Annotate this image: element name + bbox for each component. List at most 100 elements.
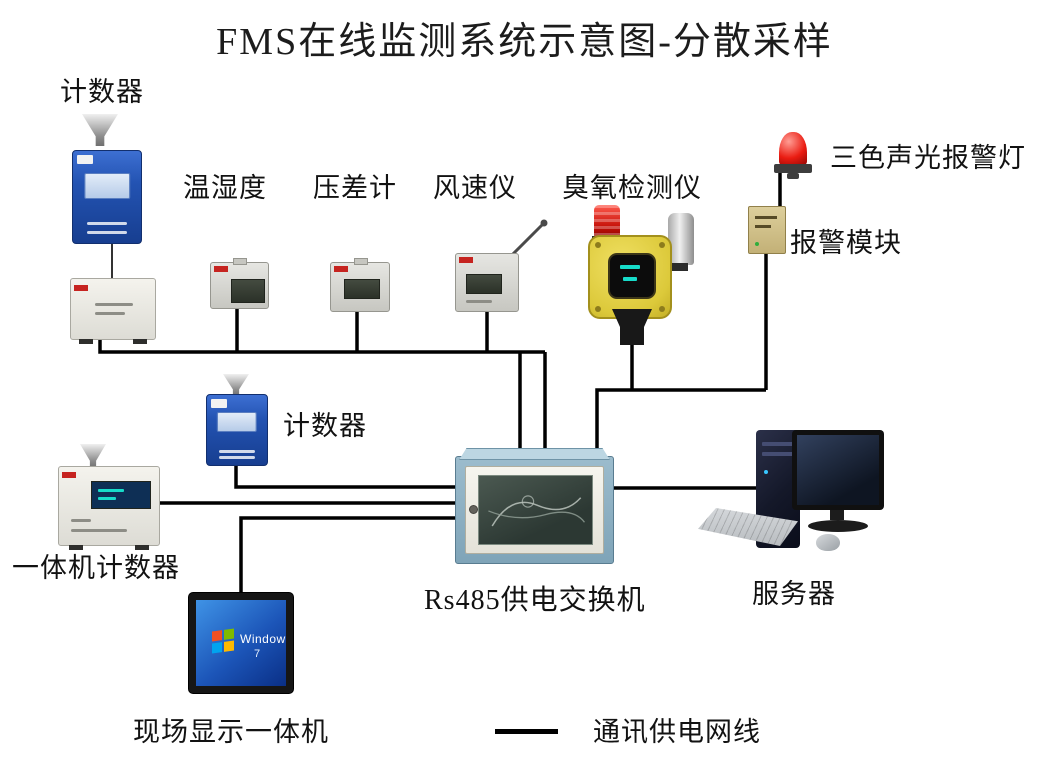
label-anemometer: 风速仪 — [433, 173, 517, 203]
label-legend-cable: 通讯供电网线 — [593, 717, 761, 747]
pump-text-line — [95, 312, 125, 315]
bolt-icon — [595, 306, 601, 312]
rs485-switch-cabinet — [455, 448, 614, 564]
bolt-icon — [659, 306, 665, 312]
sensor-screen — [231, 279, 265, 303]
door-lock-icon — [469, 504, 478, 514]
bolt-icon — [595, 242, 601, 248]
lamp-bracket — [787, 173, 799, 179]
server-screen — [797, 435, 879, 505]
label-alarm-module: 报警模块 — [790, 228, 902, 258]
server-monitor — [792, 430, 884, 510]
flag-pane-red — [212, 630, 222, 642]
windows-version-text: 7 — [254, 648, 261, 660]
flag-pane-green — [224, 628, 234, 640]
label-ozone-detector: 臭氧检测仪 — [562, 173, 702, 203]
monitor-neck — [830, 510, 844, 520]
device-foot — [133, 339, 147, 344]
device-foot — [79, 339, 93, 344]
pressure-gauge-device — [330, 258, 390, 312]
label-aio-counter: 一体机计数器 — [12, 553, 180, 583]
wire-main-bus — [98, 336, 545, 354]
label-field-display: 现场显示一体机 — [133, 717, 329, 747]
module-text-line — [755, 225, 771, 228]
label-server: 服务器 — [752, 579, 836, 609]
windows-text: Windows — [240, 632, 286, 646]
monitor-base — [808, 520, 868, 532]
counter-text-line — [86, 222, 128, 225]
label-counter-mid: 计数器 — [283, 411, 367, 441]
label-counter-top: 计数器 — [60, 77, 144, 107]
windows-flag-icon — [212, 628, 234, 654]
brand-logo-icon — [334, 266, 348, 272]
counter-label-chip — [77, 155, 93, 164]
gas-sensor-cone — [612, 309, 652, 345]
brand-logo-icon — [74, 285, 88, 291]
wire-counter-mid-link — [234, 462, 458, 489]
label-pressure-gauge: 压差计 — [313, 173, 397, 203]
screen-reading-line — [98, 497, 116, 500]
ozone-detector-device — [580, 205, 702, 345]
anemometer-antenna-icon — [507, 222, 545, 260]
counter-pump-device — [70, 278, 156, 344]
screen-reading-line — [620, 265, 640, 269]
cabinet-top-face — [459, 448, 610, 460]
canister-joint — [672, 263, 688, 271]
alarm-dome-icon — [779, 132, 807, 166]
ozone-screen — [608, 253, 656, 299]
aio-text-line — [71, 529, 127, 532]
label-alarm-light: 三色声光报警灯 — [830, 143, 1026, 173]
flag-pane-yellow — [224, 640, 234, 652]
counter-display — [84, 173, 130, 199]
temp-humidity-device — [210, 258, 269, 309]
counter-text-line — [219, 456, 255, 459]
wire-display-link — [239, 516, 458, 594]
server-workstation — [698, 424, 890, 566]
counter-text-line — [219, 450, 255, 453]
aio-text-line — [71, 519, 91, 522]
lamp-base — [774, 164, 812, 173]
aio-counter-device — [58, 466, 160, 550]
brand-logo-icon — [214, 266, 228, 272]
mount-tab — [354, 258, 368, 265]
device-foot — [135, 545, 149, 550]
counter-mid-device — [206, 394, 268, 466]
cabinet-door — [465, 466, 604, 554]
anemometer-device — [455, 253, 519, 312]
alarm-lamp-device — [770, 132, 816, 180]
drive-slot — [762, 442, 794, 446]
ozone-body — [588, 235, 672, 319]
alarm-module-device — [748, 206, 786, 254]
label-rs485-switch: Rs485供电交换机 — [424, 585, 646, 616]
label-temp-humidity: 温湿度 — [183, 173, 267, 203]
sensor-canister — [668, 213, 694, 265]
screen-reading-line — [98, 489, 124, 492]
counter-top-device — [72, 150, 142, 244]
wire-alarm-branch — [595, 388, 766, 460]
counter-text-line — [86, 231, 128, 234]
brand-logo-icon — [459, 257, 473, 263]
drive-slot — [762, 452, 794, 456]
flag-pane-blue — [212, 642, 222, 654]
beacon-light-icon — [594, 205, 620, 237]
field-display-screen: Windows 7 — [196, 600, 286, 686]
bolt-icon — [659, 242, 665, 248]
module-text-line — [755, 216, 777, 219]
diagram-title: FMS在线监测系统示意图-分散采样 — [216, 21, 833, 63]
mount-tab — [233, 258, 247, 265]
power-led-icon — [764, 470, 768, 474]
pump-text-line — [95, 303, 133, 306]
screen-reading-line — [623, 277, 637, 281]
counter-display — [216, 411, 258, 432]
device-foot — [69, 545, 83, 550]
mouse — [816, 534, 840, 551]
legend-cable-line-icon — [495, 729, 558, 734]
antenna-tip-icon — [540, 219, 548, 227]
cabinet-cables-icon — [488, 495, 585, 527]
sensor-text-line — [466, 300, 492, 303]
module-led-icon — [755, 242, 759, 246]
field-display-device: Windows 7 — [188, 592, 294, 694]
brand-logo-icon — [62, 472, 76, 478]
